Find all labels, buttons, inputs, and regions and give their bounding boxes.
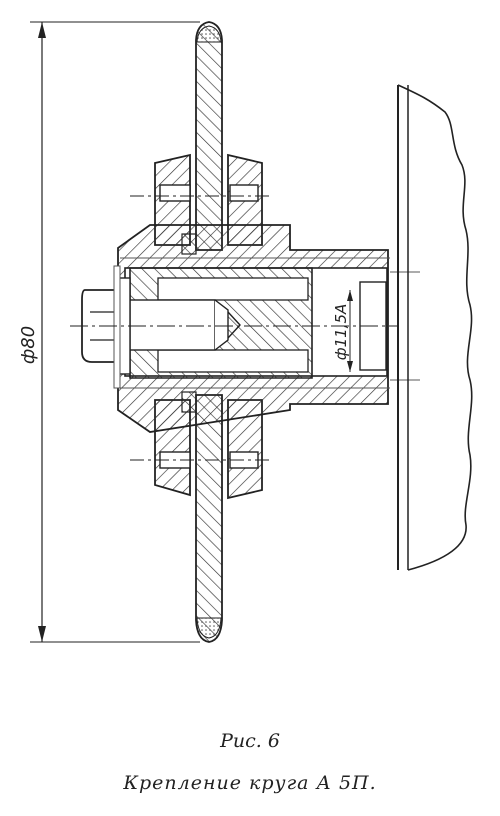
bore-diameter-label: ф11,5А <box>332 304 350 360</box>
outer-diameter-label: ф80 <box>18 326 39 364</box>
figure-title: Крепление круга А 5П. <box>123 772 377 794</box>
bore-diameter-dimension: ф11,5А <box>332 290 353 372</box>
outer-diameter-dimension: ф80 <box>18 21 200 643</box>
grinding-wheel <box>195 21 223 643</box>
bolt-head <box>81 265 131 389</box>
center-lines <box>70 195 420 461</box>
shaft-sleeve <box>129 267 313 379</box>
spindle-housing <box>397 84 473 571</box>
figure-label: Рис. 6 <box>220 730 280 752</box>
